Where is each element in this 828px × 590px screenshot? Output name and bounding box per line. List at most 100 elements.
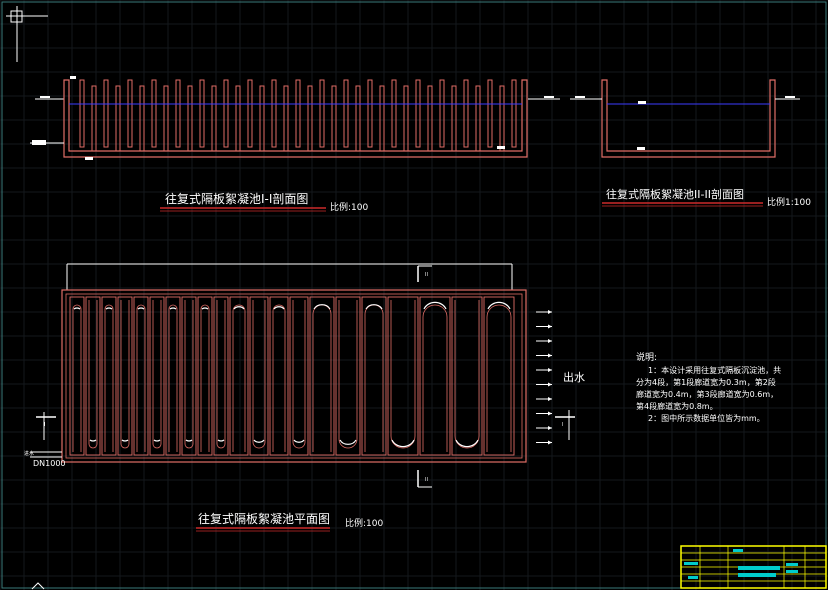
baffle-passage bbox=[232, 304, 246, 452]
baffle-wall bbox=[427, 85, 433, 152]
outlet-arrowhead-icon bbox=[548, 353, 552, 358]
outlet-arrowhead-icon bbox=[548, 324, 552, 329]
flow-arrow-icon bbox=[89, 439, 97, 442]
inlet-tag bbox=[32, 140, 46, 145]
baffle-passage bbox=[486, 304, 512, 452]
flow-channel bbox=[213, 296, 229, 456]
baffle-wall bbox=[187, 85, 193, 152]
baffle-wall bbox=[355, 85, 361, 152]
elevation-mark bbox=[85, 157, 93, 160]
baffle-wall bbox=[259, 85, 265, 152]
outlet-arrowhead-icon bbox=[548, 426, 552, 430]
tank-outer-wall bbox=[61, 289, 527, 463]
viewport-marker-icon bbox=[31, 582, 45, 590]
section-2-drawing bbox=[570, 79, 800, 158]
flow-arrow-icon bbox=[73, 307, 81, 310]
flow-channel bbox=[181, 296, 197, 456]
flow-channel bbox=[101, 296, 117, 456]
outlet-arrowhead-icon bbox=[548, 397, 552, 401]
pipe-label: DN1000 bbox=[33, 459, 66, 468]
flow-arrow-icon bbox=[233, 306, 245, 310]
flow-channel bbox=[69, 296, 85, 456]
outlet-arrowhead-icon bbox=[548, 339, 552, 343]
baffle-wall bbox=[367, 79, 373, 148]
section1-title: 往复式隔板絮凝池I-I剖面图 bbox=[165, 191, 308, 206]
baffle-wall bbox=[499, 85, 505, 152]
cut-mark-bottom: II bbox=[425, 477, 428, 483]
notes-line-3: 廊道宽为0.4m，第3段廊道宽为0.6m， bbox=[636, 389, 778, 399]
flow-arrow-icon bbox=[185, 439, 193, 442]
elevation-mark bbox=[40, 96, 50, 98]
elevation-mark bbox=[637, 147, 645, 150]
tank-inner-wall bbox=[65, 293, 523, 459]
title-block bbox=[680, 545, 827, 589]
outlet-arrowhead-icon bbox=[548, 310, 552, 314]
baffle-wall bbox=[403, 85, 409, 152]
title-block-cell bbox=[684, 562, 698, 565]
flow-arrow-icon bbox=[423, 301, 447, 310]
baffle-wall bbox=[223, 79, 229, 148]
baffle-wall bbox=[487, 79, 493, 148]
flow-channel bbox=[117, 296, 133, 456]
ucs-cursor bbox=[6, 6, 48, 62]
flow-arrow-icon bbox=[313, 304, 331, 310]
design-notes: 说明: 1：本设计采用往复式隔板沉淀池，共 分为4段，第1段廊道宽为0.3m，第… bbox=[636, 351, 781, 423]
baffle-wall bbox=[391, 79, 397, 148]
title-block-cell bbox=[733, 549, 743, 552]
baffle-wall bbox=[199, 79, 205, 148]
plan-title: 往复式隔板絮凝池平面图 bbox=[198, 511, 330, 526]
baffle-wall bbox=[151, 79, 157, 148]
baffle-wall bbox=[307, 85, 313, 152]
baffle-passage bbox=[292, 300, 306, 449]
notes-line-1: 1：本设计采用往复式隔板沉淀池，共 bbox=[648, 365, 781, 375]
section1-scale: 比例:100 bbox=[330, 201, 368, 213]
baffle-wall bbox=[415, 79, 421, 148]
cut-mark-top: II bbox=[425, 272, 428, 278]
elevation-mark bbox=[785, 96, 795, 98]
baffle-wall bbox=[451, 85, 457, 152]
flow-channel bbox=[335, 296, 361, 456]
flow-channel bbox=[229, 296, 249, 456]
elevation-mark bbox=[575, 96, 585, 98]
flow-channel bbox=[289, 296, 309, 456]
cut-mark-right: I bbox=[562, 422, 563, 428]
flow-arrow-icon bbox=[153, 439, 161, 442]
elevation-mark bbox=[497, 146, 505, 149]
baffle-passage bbox=[184, 300, 194, 449]
baffle-wall bbox=[439, 79, 445, 148]
title-block-cell bbox=[738, 566, 780, 570]
title-block-cell bbox=[786, 563, 798, 566]
flow-arrow-icon bbox=[253, 439, 265, 443]
baffle-passage bbox=[364, 304, 384, 452]
baffle-passage bbox=[136, 304, 146, 452]
baffle-wall bbox=[331, 85, 337, 152]
flow-arrow-icon bbox=[293, 439, 305, 443]
baffle-passage bbox=[120, 300, 130, 449]
flow-arrow-icon bbox=[391, 439, 415, 448]
flow-arrow-icon bbox=[455, 439, 479, 448]
baffle-wall bbox=[247, 79, 253, 148]
flow-arrow-icon bbox=[487, 301, 511, 310]
baffle-passage bbox=[72, 304, 82, 452]
flow-channel bbox=[249, 296, 269, 456]
elevation-mark bbox=[70, 76, 76, 79]
baffle-passage bbox=[152, 300, 162, 449]
elevation-mark bbox=[638, 101, 646, 104]
baffle-passage bbox=[390, 300, 416, 449]
title-block-cell bbox=[786, 570, 798, 573]
flow-channel bbox=[85, 296, 101, 456]
baffle-passage bbox=[252, 300, 266, 449]
section2-title: 往复式隔板絮凝池II-II剖面图 bbox=[606, 187, 744, 201]
flow-arrow-icon bbox=[105, 307, 113, 310]
baffle-wall bbox=[127, 79, 133, 148]
section2-scale: 比例1:100 bbox=[767, 196, 811, 208]
flow-channel bbox=[269, 296, 289, 456]
title-block-cell bbox=[738, 573, 776, 577]
baffle-passage bbox=[104, 304, 114, 452]
flow-arrow-icon bbox=[137, 307, 145, 310]
elevation-mark bbox=[544, 96, 554, 98]
baffle-wall bbox=[163, 85, 169, 152]
baffle-passage bbox=[88, 300, 98, 449]
